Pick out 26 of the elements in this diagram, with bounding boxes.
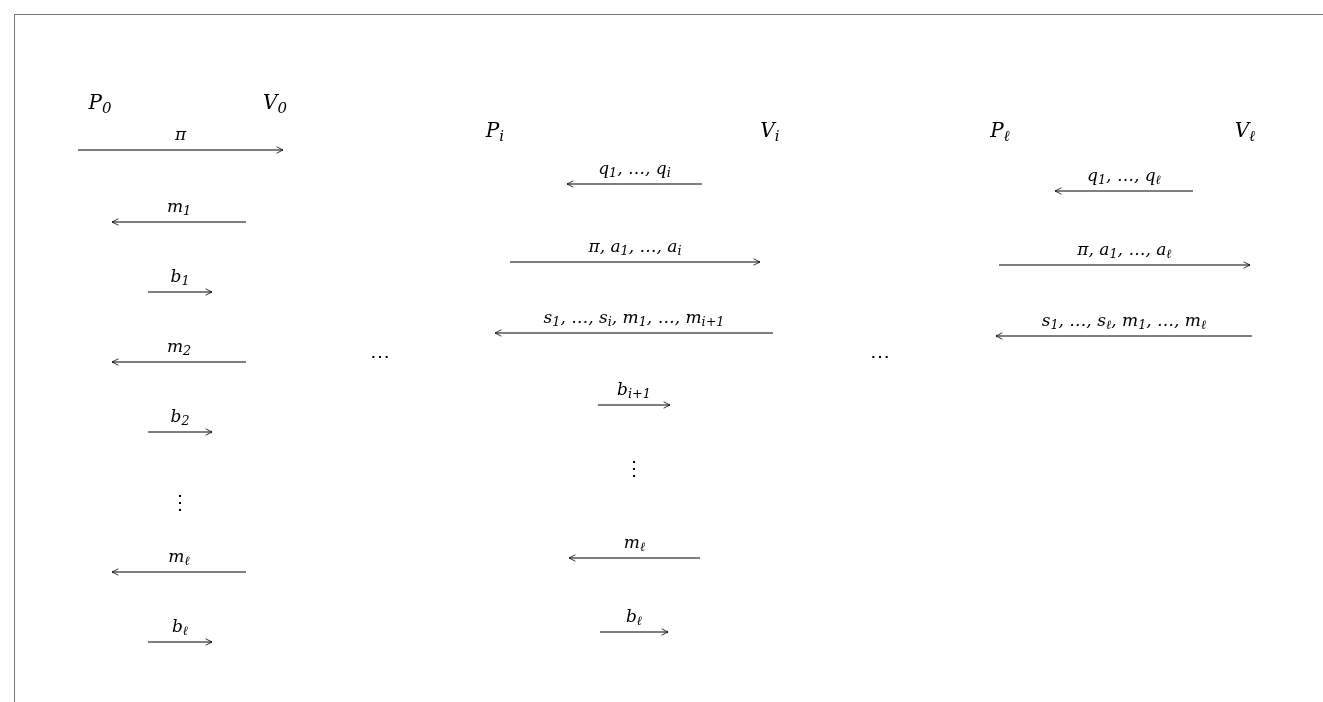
message-label: b$_{1}$ — [170, 268, 190, 285]
message-label: b$_{2}$ — [170, 408, 190, 425]
message-label: m$_{ℓ}$ — [623, 534, 646, 551]
message-label: π, a$_{1}$, …, a$_{ℓ}$ — [1077, 241, 1172, 258]
message-label: π — [174, 126, 187, 143]
message-label: b$_{i+1}$ — [617, 381, 651, 398]
message-label: q$_{1}$, …, q$_{i}$ — [598, 160, 671, 177]
message-label: b$_{ℓ}$ — [171, 618, 189, 635]
message-label: m$_{ℓ}$ — [168, 548, 190, 565]
ellipsis: ⋯ — [370, 346, 390, 366]
ellipsis: ⋮ — [624, 458, 644, 478]
party-label: V$_{i}$ — [760, 120, 780, 140]
message-label: s$_{1}$, …, s$_{ℓ}$, m$_{1}$, …, m$_{ℓ}$ — [1041, 312, 1207, 329]
ellipsis: ⋮ — [170, 492, 190, 512]
message-label: s$_{1}$, …, s$_{i}$, m$_{1}$, …, m$_{i+1}$ — [543, 309, 725, 326]
party-label: P$_{ℓ}$ — [990, 120, 1010, 140]
party-label: P$_{0}$ — [88, 92, 112, 112]
ellipsis: ⋯ — [870, 346, 890, 366]
party-label: V$_{0}$ — [263, 92, 287, 112]
message-label: m$_{1}$ — [166, 198, 192, 215]
message-label: π, a$_{1}$, …, a$_{i}$ — [588, 238, 682, 255]
message-label: m$_{2}$ — [166, 338, 192, 355]
message-label: b$_{ℓ}$ — [625, 608, 643, 625]
message-label: q$_{1}$, …, q$_{ℓ}$ — [1087, 167, 1161, 184]
party-label: P$_{i}$ — [485, 120, 505, 140]
party-label: V$_{ℓ}$ — [1234, 120, 1256, 140]
